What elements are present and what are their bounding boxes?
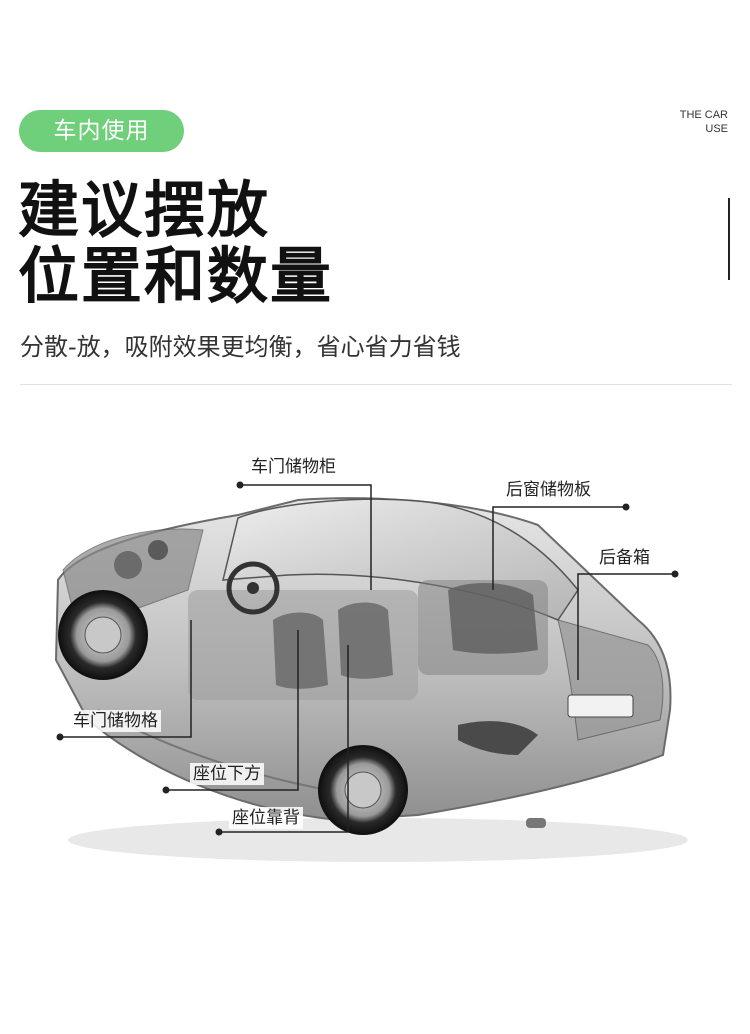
callout-under-seat: 座位下方 [190, 763, 264, 785]
category-pill: 车内使用 [19, 110, 184, 152]
callout-door-storage-compartment: 车门储物格 [70, 710, 161, 732]
english-tag-line2: USE [705, 123, 728, 135]
car-cutaway-illustration: 车门储物柜 后窗储物板 后备箱 车门储物格 座位下方 座位靠背 [38, 456, 710, 870]
subtitle: 分散-放，吸附效果更均衡，省心省力省钱 [20, 333, 461, 361]
callout-trunk: 后备箱 [596, 547, 653, 569]
section-divider [20, 384, 732, 385]
vertical-rule [728, 198, 730, 280]
english-tag-line1: THE CAR [679, 109, 728, 121]
callout-seat-back: 座位靠背 [229, 807, 303, 829]
headline-line1: 建议摆放 [18, 175, 271, 246]
callout-rear-window-shelf: 后窗储物板 [503, 479, 594, 501]
headline-line2: 位置和数量 [18, 241, 334, 312]
callout-door-storage-box: 车门储物柜 [248, 456, 339, 478]
english-tag: THE CAR USE [648, 108, 728, 136]
